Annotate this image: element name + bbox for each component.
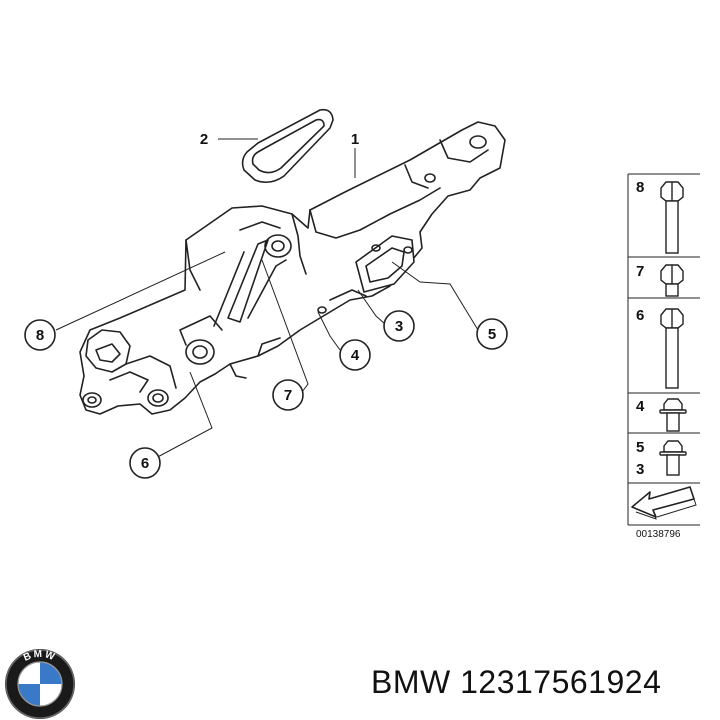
- legend-label-3: 3: [636, 461, 644, 478]
- callout-circle-8[interactable]: [24, 319, 56, 351]
- logo-letters: BMW: [22, 649, 58, 664]
- callout-label-6: 6: [141, 455, 149, 472]
- flange-bolt-icon: [659, 440, 687, 476]
- leader-8: [55, 251, 226, 331]
- callout-label-8: 8: [36, 327, 44, 344]
- long-bolt-icon: [660, 181, 684, 254]
- callout-circle-7[interactable]: [272, 379, 304, 411]
- bmw-logo: BMW: [5, 649, 75, 719]
- legend-label-7: 7: [636, 263, 644, 280]
- callout-circle-5[interactable]: [476, 318, 508, 350]
- callout-label-1[interactable]: 1: [351, 131, 359, 148]
- legend-label-8: 8: [636, 179, 644, 196]
- leader-7: [261, 259, 309, 393]
- part-number-caption: BMW 12317561924: [371, 664, 662, 700]
- callouts: 8 3 5 4 7 6 1 2: [24, 131, 508, 479]
- leader-4: [317, 311, 341, 351]
- callout-circle-4[interactable]: [339, 339, 371, 371]
- legend-label-4: 4: [636, 398, 645, 415]
- callout-label-3: 3: [395, 318, 403, 335]
- callout-label-5: 5: [488, 326, 496, 343]
- leader-3: [357, 289, 386, 325]
- arrow-down-left-icon: [631, 486, 697, 520]
- flange-bolt-icon: [659, 398, 687, 432]
- short-bolt-icon: [660, 264, 684, 297]
- leader-lines: [55, 138, 479, 461]
- callout-circle-6[interactable]: [129, 447, 161, 479]
- gasket: [241, 108, 334, 184]
- leader-6: [151, 371, 213, 461]
- leader-5: [391, 261, 479, 331]
- reference-number: 00138796: [636, 529, 681, 540]
- callout-label-4: 4: [351, 347, 360, 364]
- callout-label-2[interactable]: 2: [200, 131, 208, 148]
- long-bolt-icon: [660, 308, 684, 389]
- callout-circle-3[interactable]: [383, 310, 415, 342]
- legend-label-5: 5: [636, 439, 644, 456]
- callout-label-7: 7: [284, 387, 292, 404]
- fastener-legend: 8 7 6 4 5 3: [627, 173, 700, 540]
- legend-label-6: 6: [636, 307, 644, 324]
- bracket-drawing: [79, 108, 506, 415]
